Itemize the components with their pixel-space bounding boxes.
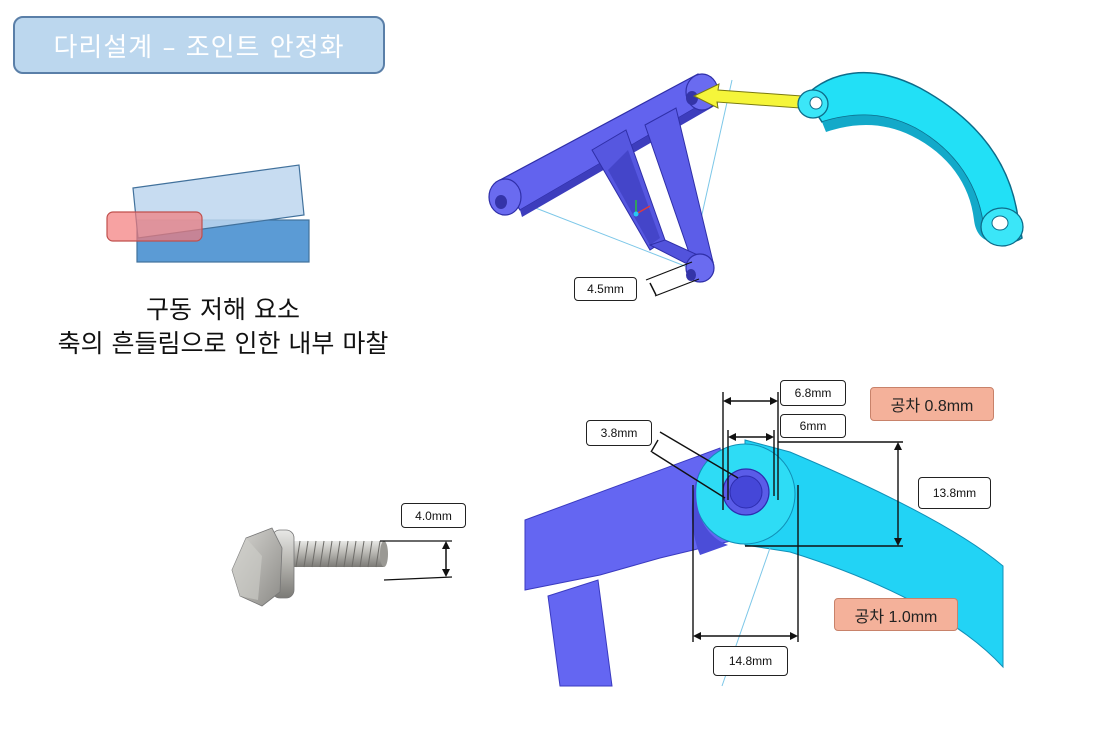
tolerance-badge-upper: 공차 0.8mm [870,387,994,421]
misalignment-sketch [106,164,310,263]
dim-label-height: 13.8mm [918,477,991,509]
gap-dimension-marker [645,261,700,297]
dim-label-hole-diameter: 3.8mm [586,420,652,446]
dim-label-inner-width: 6mm [780,414,846,438]
yellow-arrow [692,83,803,109]
dim-label-outer-width: 6.8mm [780,380,846,406]
tolerance-badge-lower: 공차 1.0mm [834,598,958,631]
dim-label-base-width: 14.8mm [713,646,788,676]
bolt-image [231,527,388,607]
blue-link-part [488,73,733,283]
joint-dimension-lines [650,392,903,642]
bolt-diameter-marker [380,540,453,581]
cyan-link-part [797,71,1024,247]
caption-line-1: 구동 저해 요소 [146,295,300,324]
slide-title: 다리설계 – 조인트 안정화 [13,16,385,74]
caption-line-2: 축의 흔들림으로 인한 내부 마찰 [57,329,389,358]
dim-label-bolt-diameter: 4.0mm [401,503,466,528]
friction-zone [106,211,203,242]
joint-dimension-arrowheads [693,397,902,640]
dim-label-link-gap: 4.5mm [574,277,637,301]
